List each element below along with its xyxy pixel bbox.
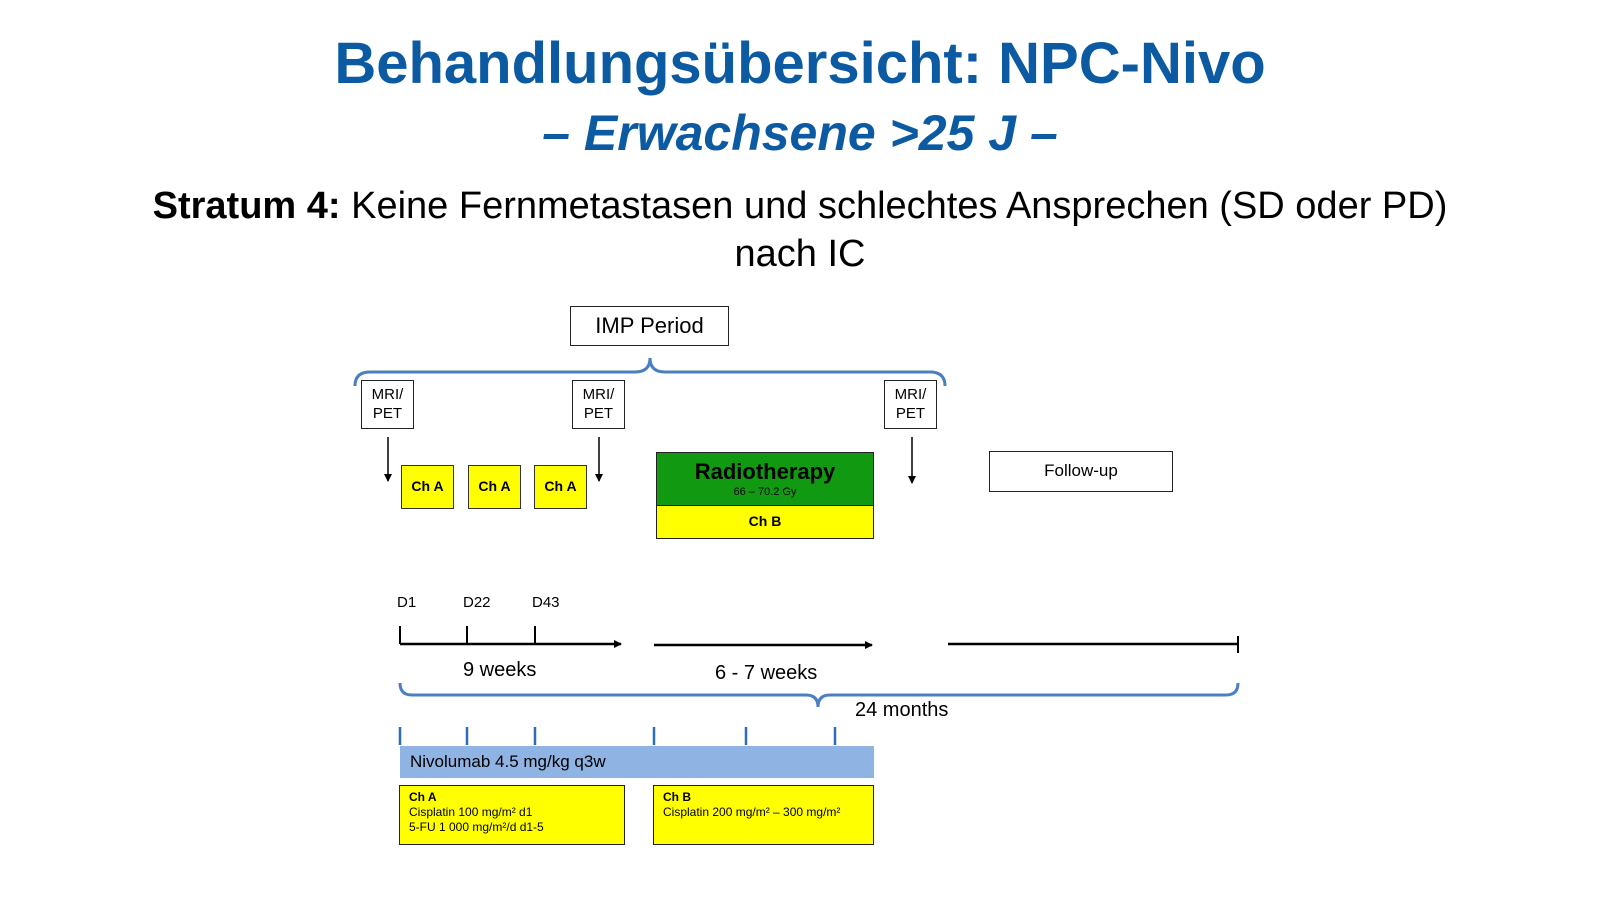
imaging-label: PET [895, 405, 926, 422]
legend-chemo-a-title: Ch A [409, 790, 437, 804]
radiotherapy-block: Radiotherapy 66 – 70.2 Gy [656, 452, 874, 506]
imaging-box-3: MRI/ PET [884, 380, 937, 429]
stratum-text-line2: nach IC [734, 233, 866, 275]
imp-period-box: IMP Period [570, 306, 729, 346]
imaging-label: MRI/ [894, 386, 927, 403]
chemo-a-block-3: Ch A [534, 465, 587, 509]
duration-radiotherapy: 6 - 7 weeks [715, 662, 818, 684]
imaging-box-2: MRI/ PET [572, 380, 625, 429]
chemo-a-block-1: Ch A [401, 465, 454, 509]
stratum-label: Stratum 4: [152, 185, 341, 227]
duration-total: 24 months [855, 699, 949, 721]
page-title: Behandlungsübersicht: NPC-Nivo [334, 31, 1266, 96]
imaging-label: MRI/ [371, 386, 404, 403]
day-label-d22: D22 [463, 594, 491, 611]
legend-chemo-a-line: 5-FU 1 000 mg/m²/d d1-5 [409, 820, 544, 834]
legend-chemo-b-title: Ch B [663, 790, 691, 804]
day-label-d1: D1 [397, 594, 417, 611]
legend-chemo-b-line: Cisplatin 200 mg/m² – 300 mg/m² [663, 805, 841, 819]
imaging-box-1: MRI/ PET [361, 380, 414, 429]
follow-up-box: Follow-up [989, 451, 1173, 492]
imp-period-bracket [353, 357, 947, 387]
radiotherapy-dose: 66 – 70.2 Gy [733, 486, 797, 498]
radiotherapy-title: Radiotherapy [694, 459, 836, 484]
imaging-label: PET [372, 405, 403, 422]
concurrent-chemo-b-block: Ch B [656, 505, 874, 539]
nivolumab-dose-ticks [398, 727, 837, 745]
legend-chemo-b: Ch B Cisplatin 200 mg/m² – 300 mg/m² [653, 785, 874, 845]
imaging-label: MRI/ [582, 386, 615, 403]
total-duration-bracket [398, 682, 1240, 708]
day-label-d43: D43 [532, 594, 560, 611]
page-subtitle: – Erwachsene >25 J – [542, 105, 1058, 161]
stratum-text-line1: Keine Fernmetastasen und schlechtes Ansp… [351, 185, 1448, 227]
chemo-a-block-2: Ch A [468, 465, 521, 509]
legend-chemo-a: Ch A Cisplatin 100 mg/m² d1 5-FU 1 000 m… [399, 785, 625, 845]
duration-induction: 9 weeks [463, 659, 537, 681]
stratum-heading: Stratum 4: Keine Fernmetastasen und schl… [100, 182, 1500, 278]
imaging-label: PET [583, 405, 614, 422]
nivolumab-bar: Nivolumab 4.5 mg/kg q3w [400, 746, 874, 778]
legend-chemo-a-line: Cisplatin 100 mg/m² d1 [409, 805, 533, 819]
